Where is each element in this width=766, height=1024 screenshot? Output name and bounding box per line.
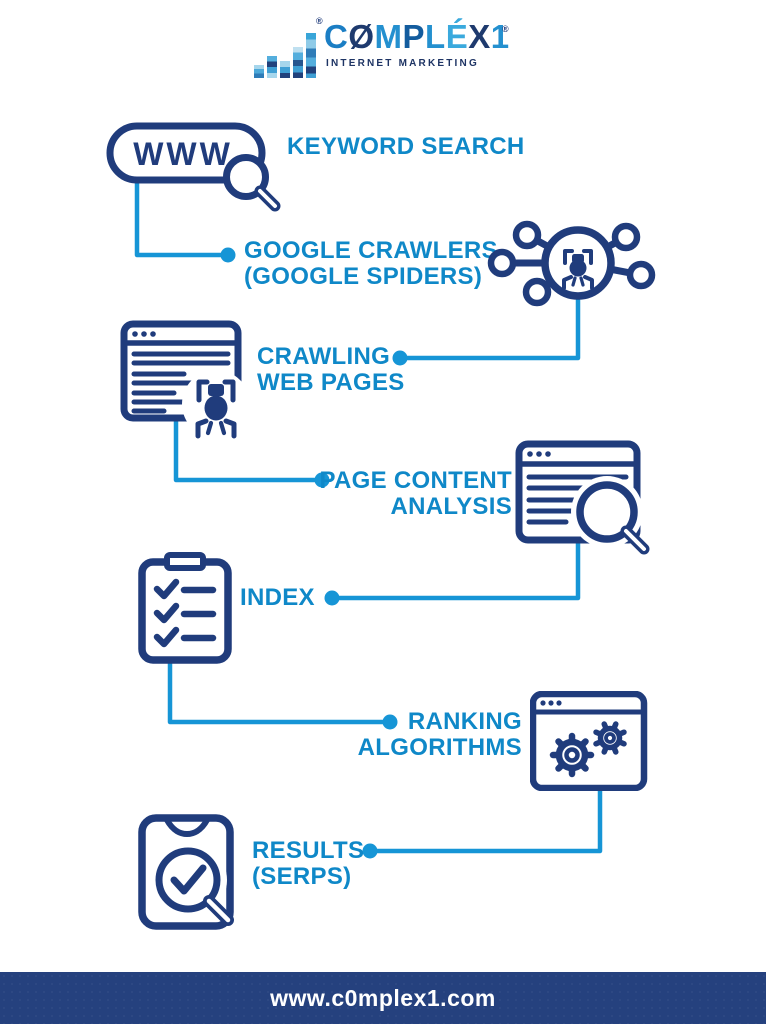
connector-3 xyxy=(173,413,320,483)
footer-bar: www.c0mplex1.com xyxy=(0,972,766,1024)
logo-bar xyxy=(306,33,316,78)
spider-glyph xyxy=(562,249,594,290)
footer-url: www.c0mplex1.com xyxy=(270,984,496,1011)
connector-dot xyxy=(392,350,408,366)
brand-name: CØMPLÉX1 xyxy=(324,18,510,55)
gear-small xyxy=(591,719,629,757)
clipboard-magnifier-icon xyxy=(138,814,234,930)
label-page-content-analysis: PAGE CONTENT ANALYSIS xyxy=(319,467,512,520)
brand-logo: ® CØMPLÉX1 ® INTERNET MARKETING xyxy=(252,14,520,82)
connector-4 xyxy=(336,537,581,601)
registered-mark: ® xyxy=(502,24,509,34)
logo-bar xyxy=(267,56,277,78)
connector-dot xyxy=(220,247,236,263)
spider-network-icon xyxy=(487,220,656,307)
connector-5 xyxy=(167,655,387,725)
connector-2 xyxy=(404,291,581,361)
connector-dot xyxy=(314,472,330,488)
registered-mark: ® xyxy=(316,16,323,26)
connector-1 xyxy=(134,176,227,258)
www-search-icon: WWW xyxy=(106,122,281,212)
browser-spider-icon xyxy=(120,320,250,439)
www-text: WWW xyxy=(133,136,233,172)
brand-tagline: INTERNET MARKETING xyxy=(326,58,479,69)
gear-large xyxy=(549,732,595,778)
label-crawling-web-pages: CRAWLING WEB PAGES xyxy=(257,343,405,396)
connector-dot xyxy=(324,590,340,606)
label-keyword-search: KEYWORD SEARCH xyxy=(287,133,525,160)
label-google-crawlers: GOOGLE CRAWLERS (GOOGLE SPIDERS) xyxy=(244,237,498,290)
logo-bars-icon xyxy=(254,33,316,78)
connector-dot xyxy=(382,714,398,730)
label-ranking-algorithms: RANKING ALGORITHMS xyxy=(357,708,522,761)
connector-dot xyxy=(362,843,378,859)
browser-gears-icon xyxy=(530,691,648,791)
label-results-serps: RESULTS (SERPS) xyxy=(252,837,365,890)
logo-bar xyxy=(293,47,303,78)
logo-bar xyxy=(254,65,264,78)
label-index: INDEX xyxy=(240,584,315,611)
connector-6 xyxy=(373,785,603,854)
clipboard-checklist-icon xyxy=(138,552,232,664)
spider-glyph xyxy=(195,379,237,439)
logo-bar xyxy=(280,61,290,78)
browser-magnifier-icon xyxy=(515,440,650,555)
